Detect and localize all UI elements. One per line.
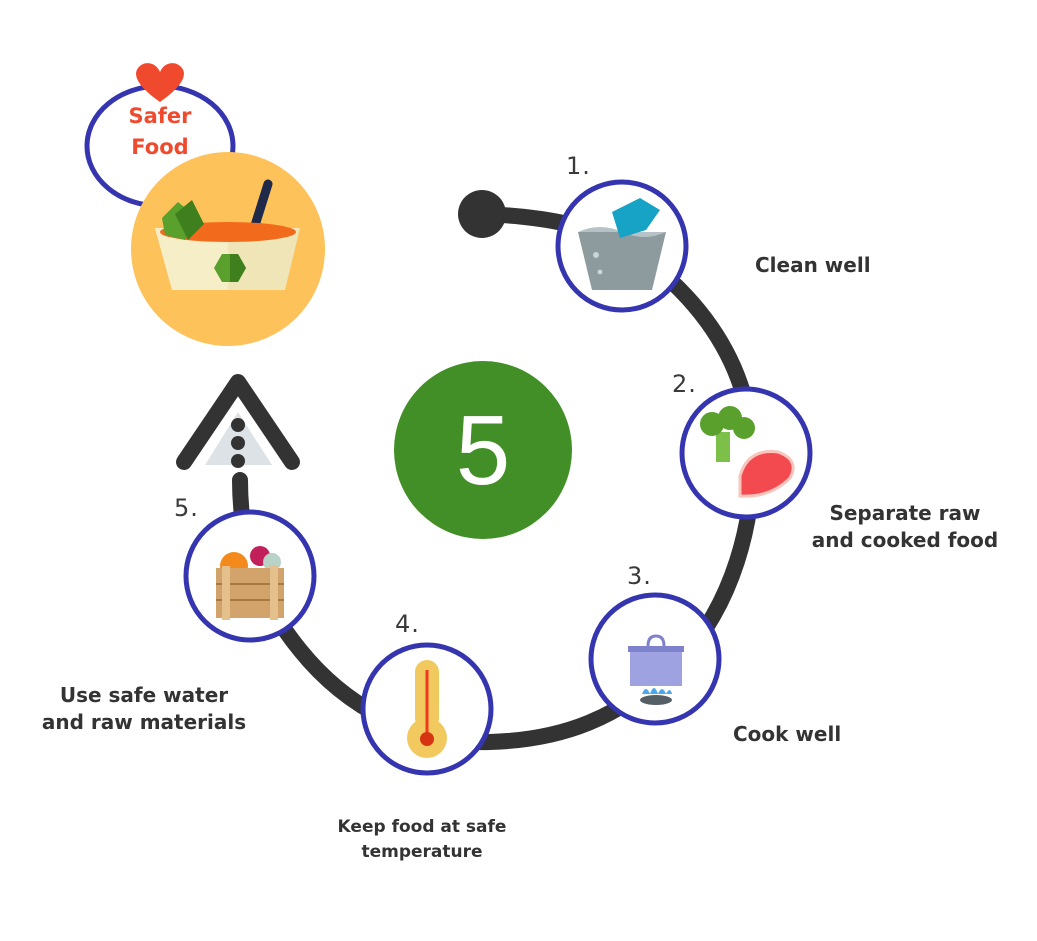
- step-3-label: Cook well: [733, 722, 842, 746]
- step-5-label-line2: and raw materials: [41, 710, 247, 734]
- step-1-icon-circle: [555, 179, 689, 313]
- step-5-number: 5.: [174, 494, 199, 522]
- step-4-label-line2: temperature: [361, 842, 483, 862]
- step-1-number: 1.: [566, 152, 591, 180]
- step-3-icon-circle: [588, 592, 722, 726]
- step-2-number: 2.: [672, 370, 697, 398]
- step-5-label-line1: Use safe water: [59, 683, 229, 707]
- center-number-badge: 5: [394, 361, 572, 539]
- step-2-label-line2: and cooked food: [811, 528, 999, 552]
- step-5-icon-circle: [183, 509, 317, 643]
- step-4-icon-circle: [360, 642, 494, 776]
- step-2-label-line1: Separate raw: [829, 501, 981, 525]
- title-line2: Food: [131, 135, 189, 159]
- step-2-icon-circle: [679, 386, 813, 520]
- step-4-label: Keep food at safe temperature: [322, 815, 522, 865]
- step-2-label: Separate raw and cooked food: [800, 500, 1010, 554]
- arrow-up-icon: [176, 374, 300, 470]
- step-4-label-line1: Keep food at safe: [337, 817, 507, 837]
- step-5-label: Use safe water and raw materials: [36, 682, 252, 736]
- soup-bowl-icon: [131, 152, 325, 346]
- heart-icon: [136, 63, 184, 102]
- step-4-number: 4.: [395, 610, 420, 638]
- step-3-number: 3.: [627, 562, 652, 590]
- start-dot: [458, 190, 506, 238]
- title-line1: Safer: [128, 104, 192, 128]
- step-1-label: Clean well: [755, 253, 871, 277]
